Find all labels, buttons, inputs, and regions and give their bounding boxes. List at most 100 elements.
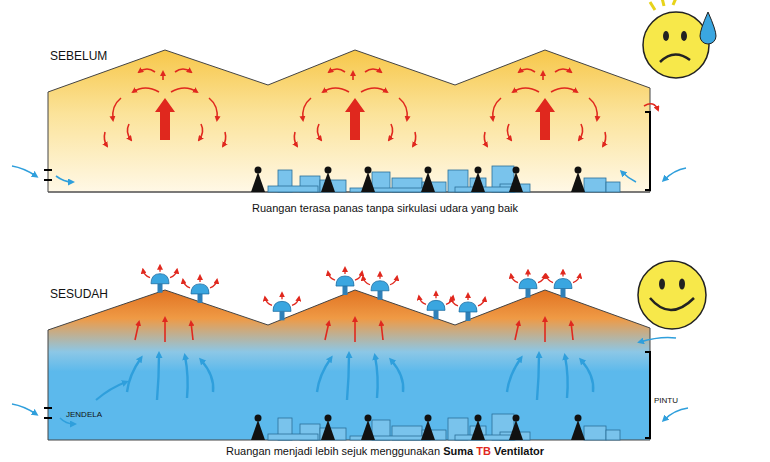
worker-head [425, 415, 432, 422]
ventilator-head [519, 279, 537, 289]
heat-swirl [171, 88, 197, 92]
heat-swirl [127, 124, 131, 140]
caption-part: Ventilator [494, 445, 544, 457]
heat-swirl [413, 132, 416, 146]
exhaust-arrow [435, 292, 436, 298]
exhaust-arrow [467, 294, 468, 300]
hot-air-arrow [191, 322, 193, 340]
cool-air-arrow [565, 356, 568, 398]
worker [321, 420, 335, 440]
hot-air-arrow [354, 318, 356, 342]
worker [361, 172, 375, 192]
worker-head [513, 415, 520, 422]
heat-swirl [484, 132, 487, 146]
machine [606, 182, 620, 192]
heat-swirl [493, 98, 501, 120]
exhaust-arrow [562, 271, 563, 277]
ventilator-neck [280, 311, 285, 320]
heat-swirl [294, 132, 297, 146]
heat-swirl [361, 88, 387, 92]
exhaust-arrow [281, 293, 282, 299]
heat-swirl [579, 124, 583, 140]
worker [251, 420, 265, 440]
ventilator-head [459, 302, 477, 312]
exhaust-arrow [419, 296, 426, 304]
ventilator-head [151, 274, 169, 284]
exhaust-arrow [292, 297, 299, 305]
ventilator-neck [343, 286, 348, 295]
heat-swirl [399, 98, 407, 120]
caption-part: Ruangan menjadi lebih sejuk menggunakan [226, 445, 440, 457]
worker [509, 172, 523, 192]
exhaust-arrow [538, 275, 545, 283]
worker [571, 420, 585, 440]
hot-air-arrow [544, 318, 546, 342]
machine [606, 430, 620, 440]
ventilator-head [371, 281, 389, 291]
ventilator-neck [561, 289, 566, 298]
cool-air-arrow [507, 358, 521, 392]
heat-swirl [303, 98, 311, 120]
caption-part: Suma [443, 445, 473, 457]
heat-swirl [323, 88, 349, 92]
cool-air-arrow [185, 356, 188, 398]
worker [421, 420, 435, 440]
heat-swirl [209, 98, 217, 120]
machine [268, 186, 318, 192]
cool-air-arrow [317, 358, 331, 392]
ventilator-head [427, 300, 445, 310]
ventilator-head [336, 276, 354, 286]
heat-swirl [133, 88, 159, 92]
heat-swirl [317, 124, 321, 140]
worker-head [325, 415, 332, 422]
hot-air-arrow [164, 318, 166, 342]
worker [421, 172, 435, 192]
ventilator-neck [526, 289, 531, 298]
ventilator-neck [466, 312, 471, 321]
cool-air-arrow [537, 354, 539, 400]
heat-swirl [389, 124, 393, 140]
caption-part: TB [476, 445, 491, 457]
exhaust-arrow [451, 298, 458, 306]
worker [361, 420, 375, 440]
cool-air-arrow [347, 354, 349, 400]
happy-face [638, 261, 706, 329]
worker-head [255, 415, 262, 422]
machine [268, 434, 318, 440]
worker [321, 172, 335, 192]
heat-arrow [535, 98, 555, 140]
exhaust-arrow [546, 275, 553, 283]
hot-air-arrow [381, 322, 383, 340]
heat-swirl [589, 98, 597, 120]
worker-head [365, 415, 372, 422]
heat-swirl [139, 69, 155, 72]
exhaust-arrow [478, 298, 485, 306]
worker-head [365, 167, 372, 174]
worker-head [475, 167, 482, 174]
worker-head [425, 167, 432, 174]
exhaust-arrow [355, 272, 362, 280]
heat-swirl [519, 69, 535, 72]
exhaust-arrow [183, 280, 190, 288]
worker-head [325, 167, 332, 174]
worker [571, 172, 585, 192]
exhaust-arrow [363, 277, 370, 285]
heat-swirl [555, 69, 571, 72]
heat-swirl [199, 124, 203, 140]
heat-swirl [162, 72, 164, 80]
worker-head [575, 415, 582, 422]
exhaust-arrow [379, 273, 380, 279]
heat-arrow [155, 98, 175, 140]
heat-swirl [223, 132, 226, 146]
worker-head [575, 167, 582, 174]
worker [509, 420, 523, 440]
heat-swirl [513, 88, 539, 92]
machine [584, 178, 606, 192]
cool-air-arrow [375, 356, 378, 398]
exhaust-arrow [170, 270, 177, 278]
worker [471, 172, 485, 192]
heat-swirl [603, 132, 606, 146]
machine [455, 187, 515, 192]
hot-air-arrow [135, 322, 139, 340]
exhaust-arrow [159, 266, 160, 272]
